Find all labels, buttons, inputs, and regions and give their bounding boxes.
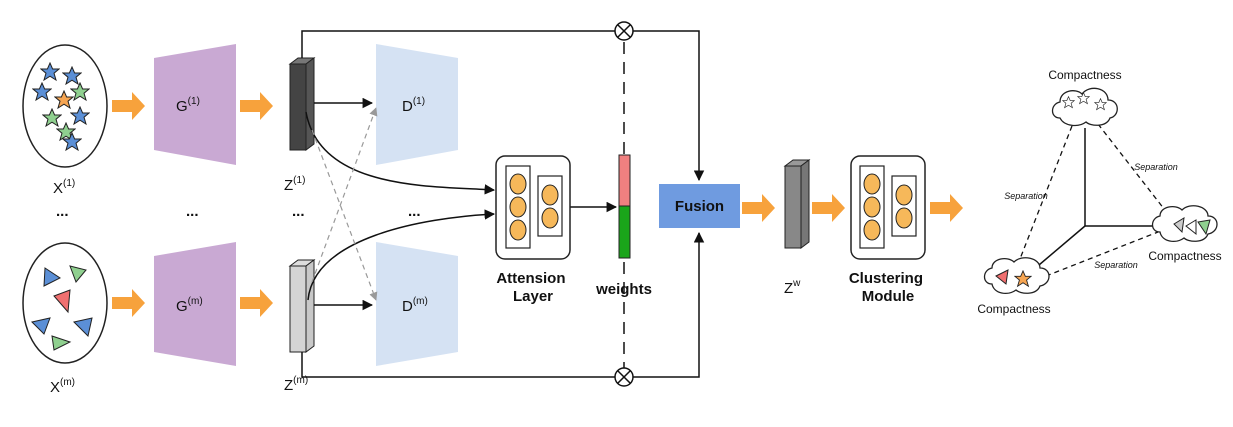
- arrow-input-to-g1: [112, 92, 145, 120]
- ellipsis-generators: ...: [186, 203, 199, 220]
- path-z1-to-fusion: [301, 30, 705, 182]
- ellipsis-decoders: ...: [408, 203, 421, 220]
- input-view-m: [22, 242, 108, 364]
- triangle-icon: [31, 265, 93, 351]
- cluster-cloud-stars: [1051, 87, 1118, 127]
- arrow-gm-to-zm: [240, 289, 273, 317]
- decoder-1: D(1): [376, 44, 458, 165]
- separation-bottom-label: Separation: [1094, 260, 1138, 270]
- xm-label: X(m): [50, 377, 75, 396]
- arrow-g1-to-z1: [240, 92, 273, 120]
- arrow-zm-to-attention: [307, 209, 496, 301]
- separation-right-label: Separation: [1134, 162, 1178, 172]
- svg-text:Fusion: Fusion: [675, 198, 724, 215]
- weights-label: weights: [595, 281, 652, 298]
- svg-text:D(m): D(m): [402, 296, 428, 315]
- fusion-block: Fusion: [659, 184, 740, 228]
- zm-label: Z(m): [284, 375, 308, 394]
- zw-label: Zw: [784, 278, 801, 297]
- input-view-1: [22, 44, 108, 168]
- latent-bar-fused: [783, 159, 811, 249]
- z1-label: Z(1): [284, 175, 305, 194]
- x1-label: X(1): [53, 178, 75, 197]
- arrow-z1-to-attention: [305, 111, 496, 195]
- triangle-icon: [1173, 217, 1211, 236]
- compactness-top-label: Compactness: [1048, 68, 1121, 82]
- orange-arrows: [112, 92, 963, 317]
- svg-text:G(m): G(m): [176, 296, 203, 315]
- generator-1: G(1): [154, 44, 236, 165]
- compactness-bottom-label: Compactness: [977, 302, 1050, 316]
- clustering-label: Clustering Module: [849, 270, 927, 305]
- multiply-icon: [614, 367, 634, 387]
- cross-connections: [311, 107, 378, 301]
- arrow-clustering-to-result: [930, 194, 963, 222]
- compactness-right-label: Compactness: [1148, 249, 1221, 263]
- multiply-icon: [614, 21, 634, 41]
- path-zm-to-fusion: [301, 231, 705, 378]
- ellipsis-inputs: ...: [56, 203, 69, 220]
- arrow-fusion-to-zw: [742, 194, 775, 222]
- decoder-m: D(m): [376, 242, 458, 366]
- triangle-icon: [995, 269, 1009, 285]
- cluster-cloud-mixed: [983, 257, 1050, 295]
- latent-bar-m: [288, 259, 316, 353]
- ellipsis-latents: ...: [292, 203, 305, 220]
- cluster-cloud-triangles: [1151, 205, 1218, 243]
- attention-label: Attension Layer: [496, 270, 569, 305]
- svg-text:D(1): D(1): [402, 96, 425, 115]
- attention-layer: [495, 155, 571, 260]
- connectors: [301, 30, 705, 378]
- separation-left-label: Separation: [1004, 191, 1048, 201]
- arrow-input-to-gm: [112, 289, 145, 317]
- generator-m: G(m): [154, 242, 236, 366]
- latent-bar-1: [288, 57, 316, 151]
- arrow-zw-to-clustering: [812, 194, 845, 222]
- svg-text:G(1): G(1): [176, 96, 200, 115]
- clustering-module: [850, 155, 926, 260]
- weights-bar: [618, 154, 631, 259]
- separation-lines: [1017, 123, 1169, 277]
